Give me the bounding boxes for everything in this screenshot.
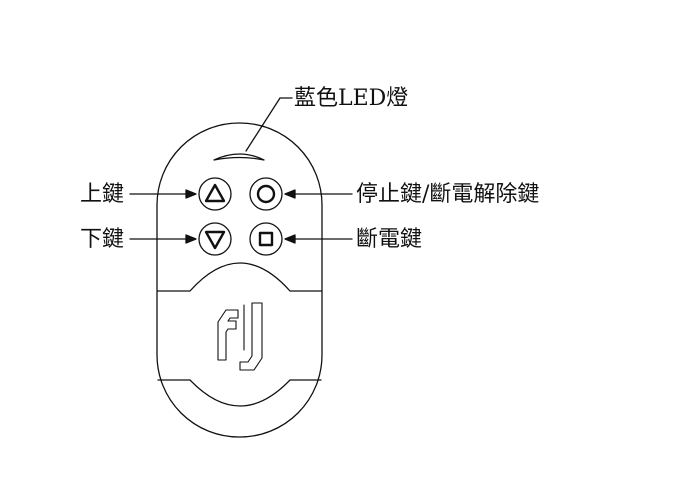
panel-arch-bottom <box>157 379 322 407</box>
led-window <box>213 153 265 161</box>
led-leader-line <box>245 97 281 152</box>
square-icon <box>258 231 274 247</box>
stop-key-arrow <box>284 189 353 199</box>
stop-button[interactable] <box>249 177 283 211</box>
power-off-button[interactable] <box>249 222 283 256</box>
power-off-key-label: 斷電鍵 <box>356 227 423 252</box>
down-key-label: 下鍵 <box>80 227 125 252</box>
up-key-label: 上鍵 <box>80 182 125 207</box>
triangle-up-icon <box>204 183 226 203</box>
down-key-arrow <box>129 234 197 244</box>
triangle-down-icon <box>204 230 226 250</box>
up-key-arrow <box>129 189 197 199</box>
stop-key-label: 停止鍵/斷電解除鍵 <box>356 182 540 207</box>
remote-body <box>156 122 323 438</box>
down-button[interactable] <box>198 222 232 256</box>
up-button[interactable] <box>198 177 232 211</box>
panel-arch-top <box>157 262 322 292</box>
power-off-key-arrow <box>284 234 353 244</box>
fj-logo <box>217 302 263 371</box>
circle-icon <box>256 184 276 204</box>
led-label: 藍色LED燈 <box>294 86 409 111</box>
